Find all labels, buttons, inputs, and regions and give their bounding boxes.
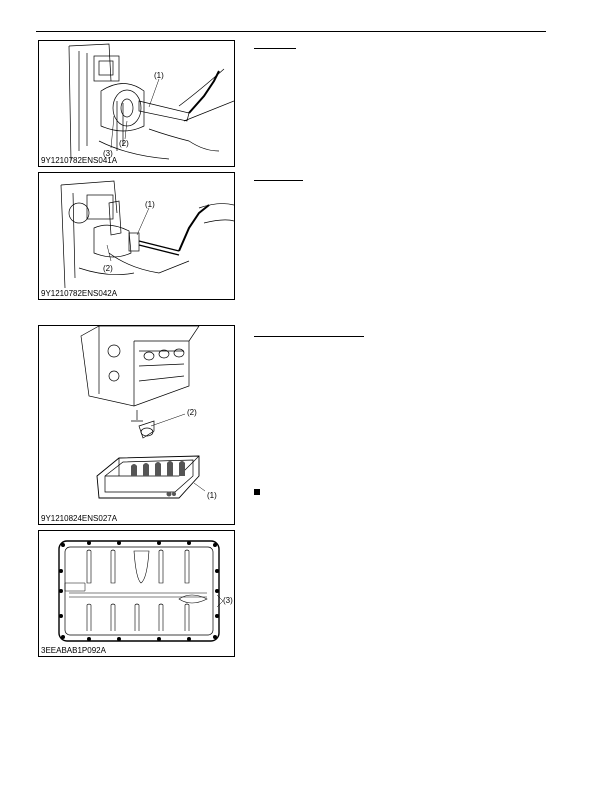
figure-3-callout-2: (2) bbox=[187, 408, 197, 417]
figure-4-illustration: (3) bbox=[58, 540, 233, 642]
header-rule bbox=[36, 31, 546, 32]
figure-3-callout-1: (1) bbox=[207, 491, 217, 500]
figure-4-callout-3: (3) bbox=[223, 596, 233, 605]
section-3-title-underline bbox=[254, 336, 364, 337]
figure-3-code: 9Y1210824ENS027A bbox=[41, 514, 118, 523]
figure-3: (2) (1) 9Y1210824ENS027A bbox=[38, 325, 235, 525]
figure-2: (1) (2) 9Y1210782ENS042A bbox=[38, 172, 235, 300]
figure-2-illustration: (1) (2) bbox=[60, 180, 234, 289]
figure-1-callout-3: (3) bbox=[103, 149, 113, 158]
section-1-title-underline bbox=[254, 48, 296, 49]
figure-2-callout-1: (1) bbox=[145, 200, 155, 209]
figure-2-code: 9Y1210782ENS042A bbox=[41, 289, 118, 298]
bullet-square-icon bbox=[254, 489, 260, 495]
figure-2-callout-2: (2) bbox=[103, 264, 113, 273]
figure-4: (3) 3EEABAB1P092A bbox=[38, 530, 235, 657]
figure-4-code: 3EEABAB1P092A bbox=[41, 646, 106, 655]
figure-1-code: 9Y1210782ENS041A bbox=[41, 156, 118, 165]
figure-1: (1) (2) (3) 9Y1210782ENS041A bbox=[38, 40, 235, 167]
figure-1-callout-2: (2) bbox=[119, 139, 129, 148]
section-2-title-underline bbox=[254, 180, 303, 181]
figure-1-illustration: (1) (2) (3) bbox=[68, 43, 234, 162]
figure-1-callout-1: (1) bbox=[154, 71, 164, 80]
figure-3-illustration: (2) (1) bbox=[80, 326, 217, 500]
